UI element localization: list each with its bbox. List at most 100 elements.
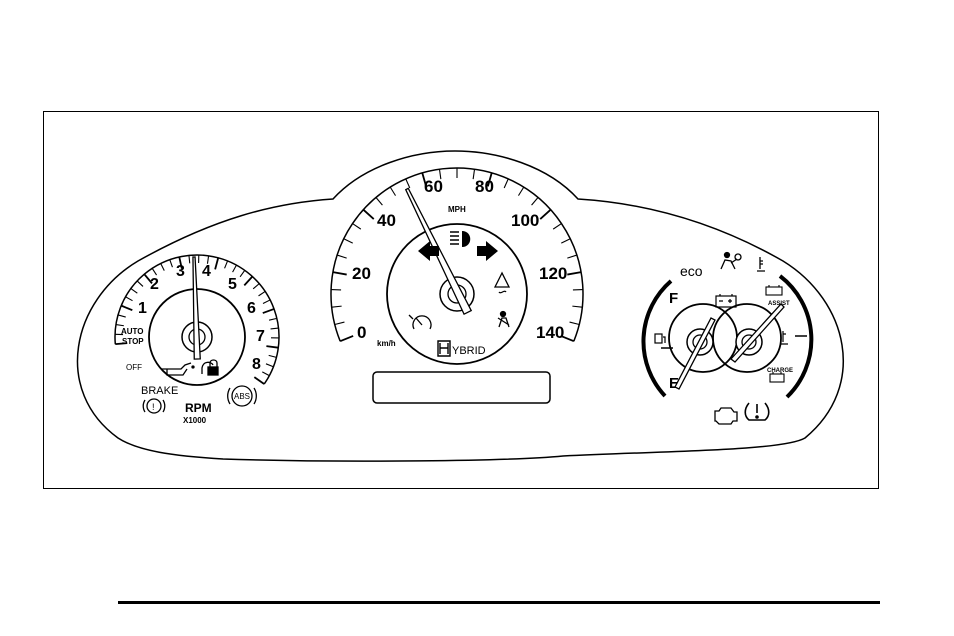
- fuel-and-power-gauges: eco F E ASSIST CHARGE: [641, 251, 814, 425]
- speed-number-60: 60: [424, 177, 443, 196]
- rpm-multiplier-label: X1000: [183, 416, 207, 425]
- charge-icon: [769, 372, 785, 383]
- coolant-temp-icon: [757, 257, 765, 272]
- fuel-gauge-arc: [641, 279, 673, 398]
- off-label: OFF: [126, 363, 142, 372]
- speed-tick: [339, 335, 354, 343]
- power-hub-inner: [741, 334, 757, 350]
- speed-tick: [362, 209, 375, 220]
- page-divider-rule: [118, 601, 880, 604]
- tach-number-1: 1: [138, 300, 147, 317]
- speed-tick: [405, 178, 411, 189]
- seatbelt-icon: [497, 310, 510, 328]
- speedometer-dial: [386, 223, 528, 365]
- speed-tick: [572, 305, 583, 308]
- kmh-label: km/h: [377, 339, 396, 348]
- tach-tick: [239, 270, 246, 278]
- auto-stop-label-line1: AUTO: [121, 327, 144, 336]
- fuel-pump-icon: [654, 333, 666, 344]
- tach-arc: [114, 254, 280, 385]
- auto-stop-label-line2: STOP: [122, 337, 144, 346]
- tach-number-6: 6: [247, 300, 256, 317]
- tach-needle-body: [192, 256, 201, 360]
- cruise-control-icon: [408, 314, 432, 330]
- power-gauge-arc: [778, 274, 814, 399]
- tach-number-4: 4: [202, 263, 211, 280]
- speed-tick: [336, 254, 347, 259]
- hybrid-logo-icon: [437, 340, 451, 357]
- tach-tick: [270, 327, 279, 330]
- speed-tick: [531, 197, 539, 206]
- left-turn-signal-icon: [418, 241, 439, 261]
- tach-tick: [178, 256, 183, 269]
- temperature-icon: [780, 331, 788, 345]
- tach-tick: [143, 273, 153, 284]
- speed-tick: [567, 271, 582, 276]
- fuel-full-label: F: [669, 290, 678, 307]
- speed-tick: [472, 169, 476, 180]
- tach-tick: [266, 345, 279, 349]
- tach-number-5: 5: [228, 276, 237, 293]
- speed-tick: [503, 178, 509, 189]
- tach-tick: [268, 354, 277, 358]
- tire-pressure-icon: [744, 402, 770, 421]
- speedometer-hub-outer: [439, 276, 475, 312]
- cluster-outline: [76, 150, 844, 462]
- tach-tick: [243, 275, 254, 286]
- tach-tick: [258, 290, 266, 297]
- tachometer-needle: [192, 256, 201, 360]
- speed-tick: [561, 238, 571, 244]
- charge-label: CHARGE: [767, 368, 793, 374]
- speed-number-20: 20: [352, 264, 371, 283]
- high-beam-icon: [450, 231, 471, 247]
- speed-tick: [552, 223, 562, 230]
- right-turn-signal-icon: [477, 241, 498, 261]
- speed-tick: [352, 223, 362, 230]
- fuel-empty-label: E: [669, 375, 679, 392]
- tach-tick: [224, 260, 229, 269]
- tach-tick: [206, 255, 210, 264]
- speed-number-140: 140: [536, 323, 564, 342]
- tach-tick: [115, 323, 124, 327]
- tach-tick: [160, 263, 165, 271]
- speed-tick: [331, 305, 342, 308]
- odometer-display: [372, 371, 551, 404]
- tach-tick: [265, 363, 274, 368]
- speed-tick: [375, 197, 383, 206]
- tachometer: 1 2 3 4 5 6 7 8 AUTO STOP OFF BRAKE ! RP…: [114, 254, 280, 425]
- tach-tick: [252, 283, 260, 290]
- tach-number-8: 8: [252, 356, 261, 373]
- assist-label: ASSIST: [768, 301, 790, 307]
- speedometer: 0 20 40 60 80 100 120 140 MPH km/h: [330, 167, 584, 404]
- traction-control-icon: [493, 271, 511, 294]
- tach-number-7: 7: [256, 328, 265, 345]
- speed-number-100: 100: [511, 211, 539, 230]
- airbag-icon: [720, 251, 742, 270]
- speed-tick: [343, 238, 353, 244]
- charge-battery-icon: [765, 285, 783, 296]
- tach-tick: [262, 299, 271, 305]
- oil-can-icon: [161, 362, 195, 376]
- brake-label: BRAKE: [141, 385, 178, 397]
- tach-tick: [262, 308, 275, 314]
- speed-number-40: 40: [377, 211, 396, 230]
- speed-tick: [487, 172, 493, 187]
- tach-tick: [115, 342, 128, 346]
- speed-tick: [389, 186, 396, 196]
- speed-tick: [421, 172, 427, 187]
- tach-tick: [130, 288, 138, 294]
- instrument-cluster: 1 2 3 4 5 6 7 8 AUTO STOP OFF BRAKE ! RP…: [76, 150, 844, 462]
- tach-tick: [169, 259, 173, 268]
- tach-tick: [253, 376, 265, 385]
- abs-label: ABS: [234, 392, 250, 401]
- security-lock-icon: [201, 359, 219, 376]
- battery-icon: [715, 294, 737, 308]
- speed-tick: [539, 209, 552, 220]
- tach-tick: [214, 257, 220, 270]
- tach-tick: [151, 268, 158, 276]
- eco-label: eco: [680, 263, 703, 279]
- speed-tick: [560, 335, 575, 343]
- engine-check-icon: [714, 407, 738, 425]
- tach-tick: [262, 371, 270, 377]
- brake-warning-icon: !: [142, 398, 166, 414]
